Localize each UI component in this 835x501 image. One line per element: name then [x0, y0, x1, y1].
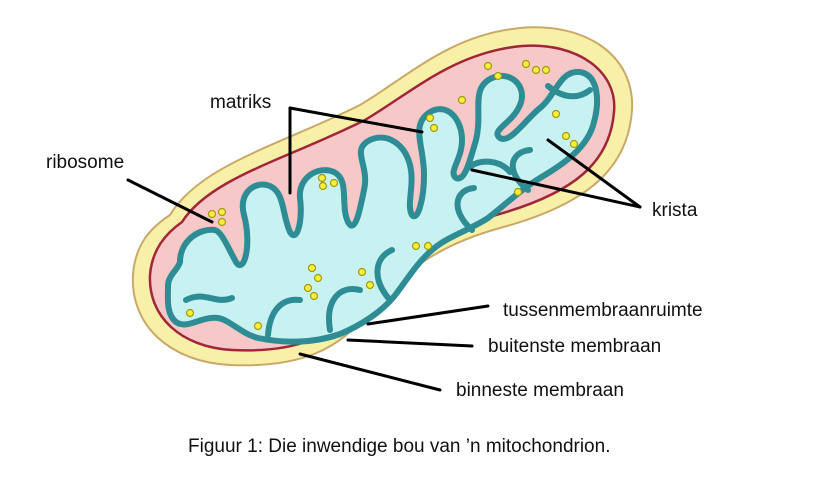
crista-fold [509, 147, 533, 193]
ribosome-dot [217, 207, 227, 217]
ribosome-dot [569, 139, 579, 149]
ribosome-dot [365, 280, 375, 290]
leader-intermembrane [366, 304, 490, 326]
crista-fold [454, 185, 477, 233]
ribosome-dot [429, 123, 439, 133]
ribosome-dot [207, 209, 217, 219]
label-ribosome: ribosome [46, 152, 124, 173]
ribosome-dot [551, 109, 561, 119]
crista-fold [545, 83, 593, 100]
leader-matrix-right [288, 106, 424, 134]
ribosome-dot [357, 267, 367, 277]
leader-crista-lower [470, 168, 642, 209]
ribosome-dot [493, 71, 503, 81]
crista-fold [183, 293, 235, 303]
matrix-compartment [164, 68, 601, 345]
figure-caption: Figuur 1: Die inwendige bou van ’n mitoc… [188, 436, 610, 457]
ribosome-dot [541, 65, 551, 75]
leader-outer-membrane [346, 338, 474, 348]
crista-fold [265, 296, 303, 338]
crista-fold [465, 158, 513, 175]
label-inner-membrane: binneste membraan [456, 380, 624, 401]
ribosome-dot [217, 217, 227, 227]
ribosome-dot [253, 321, 263, 331]
ribosome-dot [309, 291, 319, 301]
ribosome-dot [531, 65, 541, 75]
ribosomes [185, 59, 579, 331]
cristae-folds [183, 83, 593, 338]
leader-ribosome [126, 178, 214, 224]
ribosome-dot [513, 187, 523, 197]
ribosome-dot [318, 181, 328, 191]
ribosome-dot [425, 113, 435, 123]
ribosome-dot [561, 131, 571, 141]
leader-inner-membrane [298, 352, 442, 392]
label-intermembrane-space: tussenmembraanruimte [503, 300, 703, 321]
ribosome-dot [521, 59, 531, 69]
ribosome-dot [185, 308, 195, 318]
ribosome-dot [329, 178, 339, 188]
ribosome-dot [483, 61, 493, 71]
ribosome-dot [317, 173, 327, 183]
leader-lines [126, 106, 642, 392]
label-matrix: matriks [210, 92, 271, 113]
ribosome-dot [411, 241, 421, 251]
crista-fold [326, 286, 363, 333]
label-outer-membrane: buitenste membraan [488, 336, 661, 357]
ribosome-dot [457, 95, 467, 105]
ribosome-dot [307, 263, 317, 273]
ribosome-dot [313, 273, 323, 283]
ribosome-dot [423, 241, 433, 251]
label-crista: krista [652, 200, 698, 221]
ribosome-dot [303, 283, 313, 293]
crista-fold [374, 247, 395, 303]
leader-crista-upper [546, 138, 642, 209]
